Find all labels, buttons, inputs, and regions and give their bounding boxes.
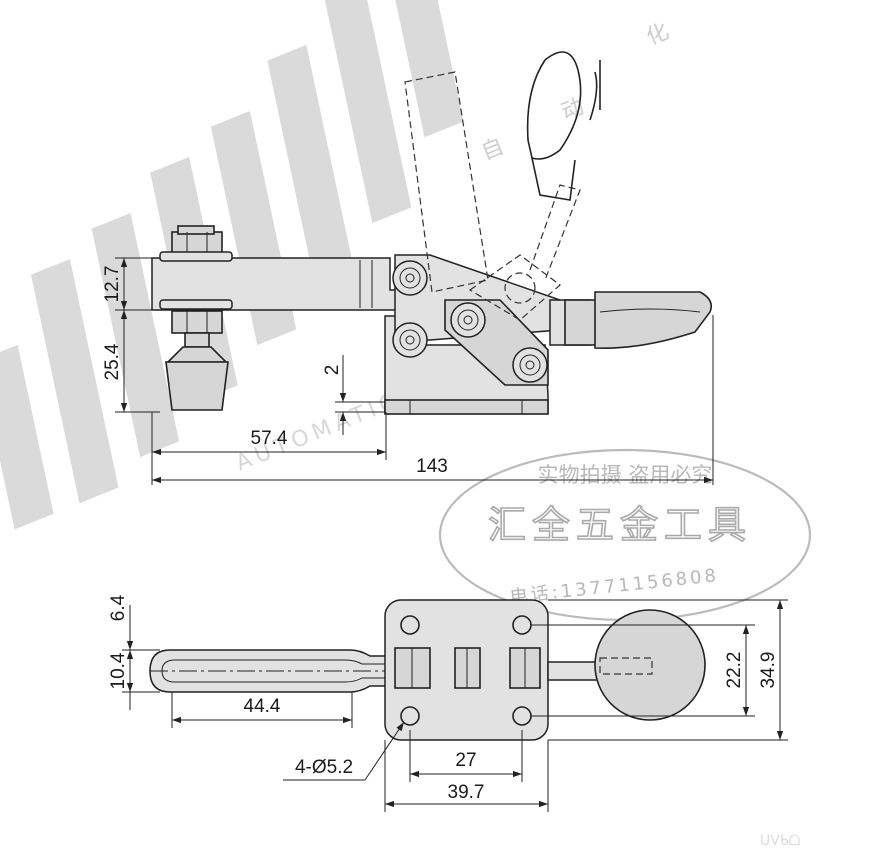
stamp-phone-text: 电话:13771156808	[509, 565, 720, 608]
label-27: 27	[455, 750, 476, 771]
open-position-outline	[404, 71, 581, 321]
top-nut	[171, 231, 223, 255]
label-57-4: 57.4	[251, 428, 288, 449]
label-12-7: 12.7	[102, 266, 123, 303]
label-holes: 4-Ø5.2	[295, 757, 353, 778]
arm-slot	[161, 659, 386, 683]
dim-slot-length: 44.4	[171, 692, 353, 728]
stamp-top-text: 实物拍摄 盗用必究	[538, 463, 713, 487]
watermark-cn-2: 动	[558, 94, 588, 125]
label-39-7: 39.7	[448, 782, 485, 803]
dim-hole-spacing-y: 22.2	[530, 624, 755, 717]
watermark-cn-1: 自	[478, 134, 508, 165]
watermark-cn-3: 化	[643, 19, 673, 50]
dim-base-offset: 2	[322, 355, 385, 435]
dim-arm-width: 10.4	[108, 650, 160, 710]
top-view: 6.4 10.4 44.4 4-Ø5.2 27	[108, 594, 788, 812]
handle-knob-top	[594, 609, 706, 721]
label-22-2: 22.2	[724, 652, 745, 689]
hinge-brackets	[394, 647, 541, 689]
spindle-tip	[165, 361, 229, 411]
dim-base-depth: 34.9	[548, 599, 788, 741]
dim-overall-length: 143	[152, 315, 714, 485]
lower-nut	[171, 310, 223, 334]
watermark-stamp: 实物拍摄 盗用必究 汇全五金工具 电话:13771156808	[438, 448, 812, 622]
side-view: 12.7 25.4 2 57.4 143	[102, 51, 714, 485]
label-6-4: 6.4	[108, 594, 129, 621]
dim-reach: 57.4	[151, 412, 387, 485]
pivot-pins	[392, 260, 548, 383]
base-plate	[384, 399, 549, 415]
dim-base-width: 39.7	[384, 740, 549, 812]
corner-mark: ᑌᐯᑲᗝ	[760, 833, 800, 849]
handle-open-outline	[526, 51, 601, 201]
dim-hole-spacing-x: 27	[409, 730, 523, 782]
handle-grip	[594, 291, 713, 349]
stamp-main-text: 汇全五金工具	[488, 503, 752, 547]
label-34-9: 34.9	[758, 652, 779, 689]
label-2: 2	[322, 365, 343, 376]
dim-slot-offset: 6.4	[108, 594, 160, 651]
label-44-4: 44.4	[244, 696, 281, 717]
label-143: 143	[416, 456, 448, 477]
watermark-cn: 自 动 化	[478, 19, 673, 165]
label-25-4: 25.4	[102, 343, 123, 380]
label-10-4: 10.4	[108, 652, 129, 689]
